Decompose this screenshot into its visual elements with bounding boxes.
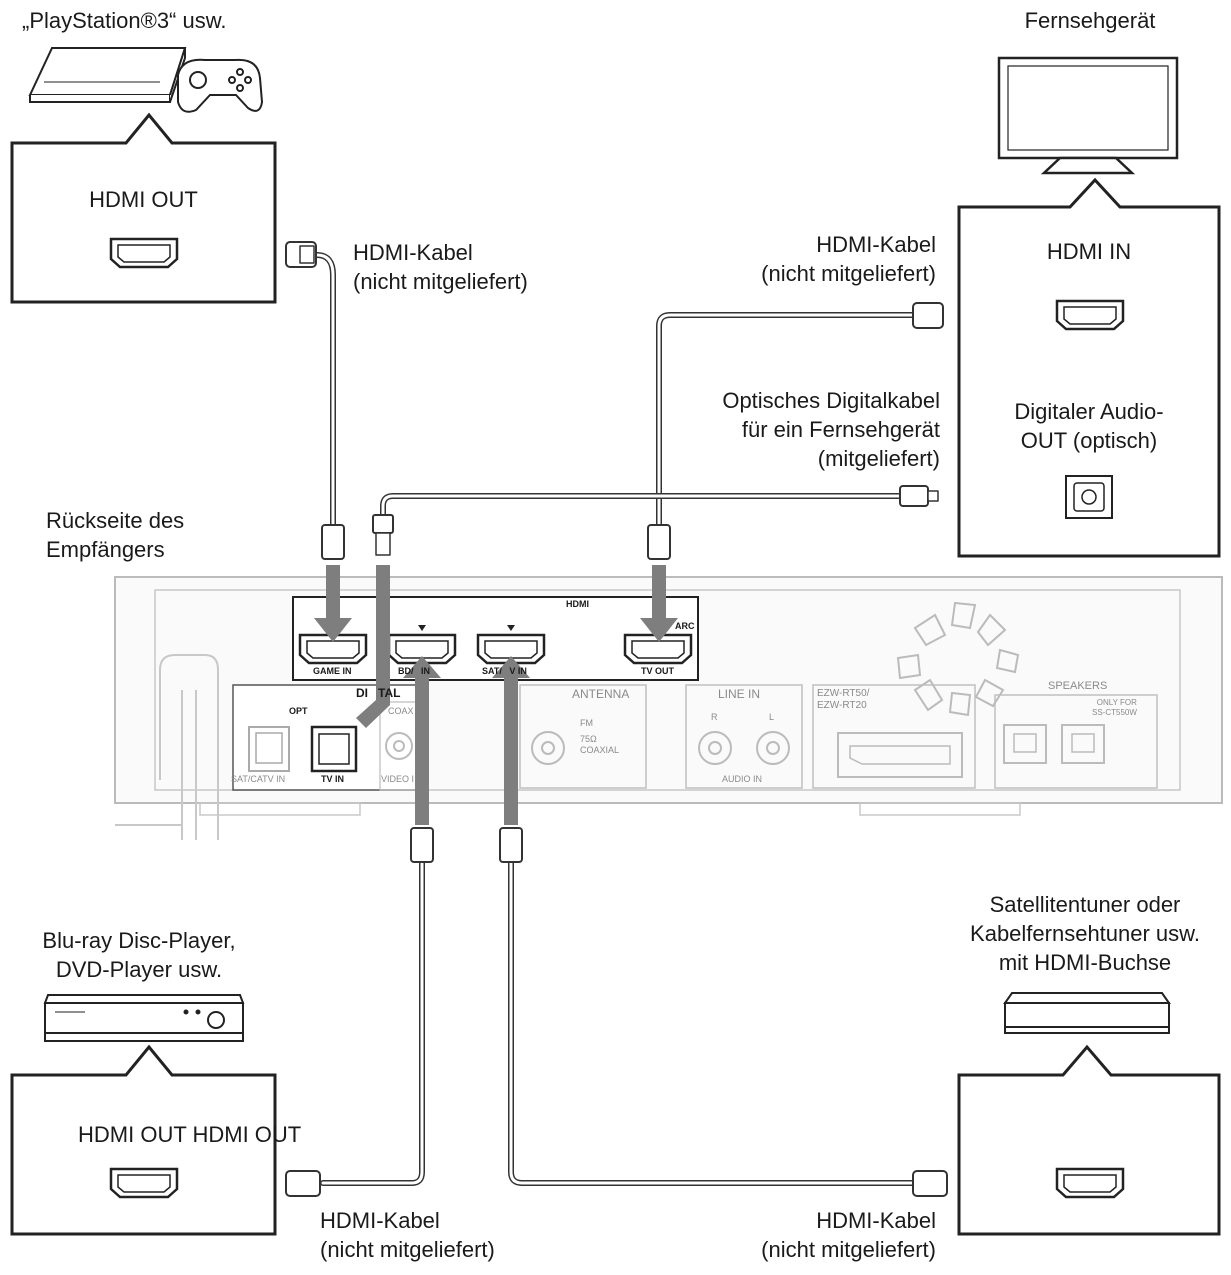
digital-label: DI TAL	[356, 686, 401, 700]
sat-in-label: SAT/ V IN	[482, 666, 527, 676]
arrow-bd-in	[403, 656, 441, 825]
ps-cable-label: HDMI-Kabel (nicht mitgeliefert)	[353, 240, 528, 294]
tv-label: Fernsehgerät	[1024, 8, 1156, 33]
tv-illustration	[997, 56, 1179, 175]
tv-cable-label: HDMI-Kabel (nicht mitgeliefert)	[761, 232, 936, 286]
ps-hdmi-cable	[285, 241, 345, 560]
tv-optical-port-label: Digitaler Audio- OUT (optisch)	[1014, 399, 1164, 453]
speakers-label: SPEAKERS	[1048, 680, 1108, 692]
antenna-panel-group	[519, 684, 647, 789]
satellite-illustration	[1003, 992, 1171, 1034]
only-for-label: ONLY FOR SS-CT550W	[1092, 698, 1137, 717]
tv-out-label: TV OUT	[641, 666, 674, 676]
satellite-cable-label: HDMI-Kabel (nicht mitgeliefert)	[761, 1208, 936, 1262]
playstation-label: „PlayStation®3“ usw.	[22, 8, 227, 33]
coax-label: COAX	[388, 706, 414, 716]
tv-hdmi-cable	[647, 302, 944, 560]
bluray-hdmi-cable	[285, 827, 434, 1197]
satellite-hdmi-cable	[499, 827, 948, 1197]
playstation-box	[10, 112, 277, 304]
bluray-port-label: HDMI OUT HDMI OUT	[78, 1122, 302, 1147]
sat-catv-in-label: SAT/CATV IN	[231, 774, 286, 784]
tv-in-label: TV IN	[321, 774, 345, 784]
ezw-panel-group	[812, 684, 976, 789]
arrow-opt-tv-in	[356, 565, 390, 728]
line-in-label: LINE IN	[718, 687, 761, 701]
opt-tv-in-port	[310, 725, 358, 773]
bluray-label: Blu-ray Disc-Player, DVD-Player usw.	[42, 928, 236, 982]
opt-label: OPT	[289, 706, 308, 716]
fan-vents	[896, 601, 1020, 717]
opt-sat-catv-port	[248, 726, 290, 772]
playstation-port-label: HDMI OUT	[89, 187, 198, 212]
r-label: R	[711, 712, 718, 722]
l-label: L	[769, 712, 775, 722]
receiver-label: Rückseite des Empfängers	[46, 508, 185, 562]
bluray-box	[10, 1044, 277, 1236]
speakers-panel-group	[994, 694, 1158, 789]
bd-in-label: BD/ IN	[398, 666, 431, 676]
game-in-label: GAME IN	[313, 666, 352, 676]
fm-label: FM	[580, 718, 593, 728]
arrow-tv-out	[640, 565, 678, 642]
line-in-panel-group	[685, 684, 803, 789]
arrow-sat-in	[492, 656, 530, 825]
optical-out-port	[1065, 475, 1113, 519]
playstation-illustration	[28, 47, 264, 113]
arc-label: ARC	[675, 621, 695, 631]
video-in-label: VIDEO I	[381, 774, 415, 784]
ezw-label: EZW-RT50/ EZW-RT20	[817, 688, 870, 711]
audio-in-label: AUDIO IN	[722, 774, 763, 784]
antenna-label: ANTENNA	[572, 687, 630, 701]
arrow-game-in	[314, 565, 352, 642]
satellite-label: Satellitentuner oder Kabelfernsehtuner u…	[970, 892, 1200, 975]
satellite-box	[957, 1044, 1221, 1236]
coaxial-label: 75Ω COAXIAL	[580, 734, 620, 755]
bluray-cable-label: HDMI-Kabel (nicht mitgeliefert)	[320, 1208, 495, 1262]
tv-box	[957, 177, 1221, 558]
hdmi-group-label: HDMI	[566, 599, 589, 609]
tv-hdmi-port-label: HDMI IN	[1046, 239, 1132, 264]
optical-cable-label: Optisches Digitalkabel für ein Fernsehge…	[722, 388, 940, 471]
optical-cable	[372, 485, 939, 556]
bluray-illustration	[43, 994, 245, 1042]
